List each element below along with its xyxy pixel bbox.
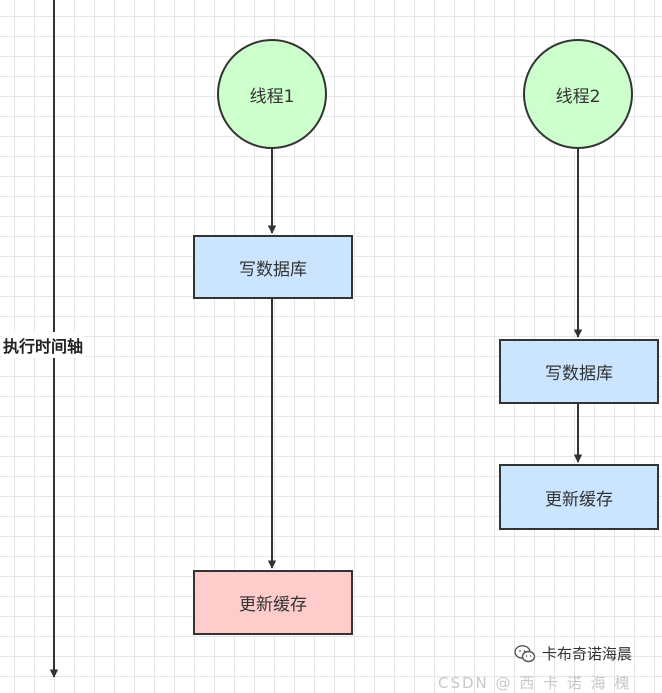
wechat-icon [514,644,536,662]
thread1-write-db-box [193,235,353,299]
thread1-update-cache-box [193,570,353,635]
thread2-node [523,39,633,149]
watermark: 卡布奇诺海晨 [514,643,632,664]
thread2-update-cache-box [499,464,659,530]
watermark-text: 卡布奇诺海晨 [542,645,633,663]
thread2-write-db-box [499,339,659,404]
thread1-node [217,39,327,149]
timeline-label: 执行时间轴 [2,332,85,358]
